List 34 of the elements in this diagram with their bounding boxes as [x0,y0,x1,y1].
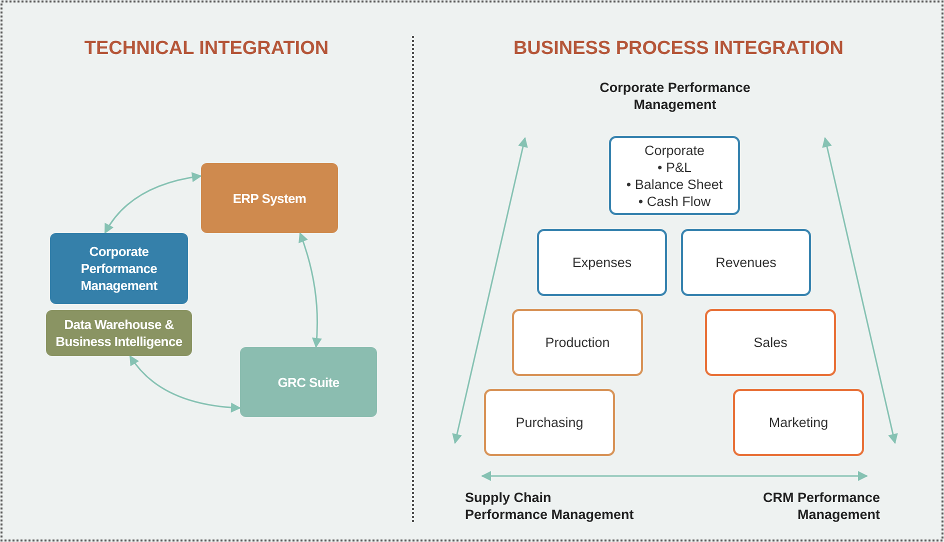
double-arrow [481,471,868,481]
process-box [537,229,667,296]
process-box [512,309,643,376]
double-arrow [298,232,322,348]
node-label: • Balance Sheet [626,176,723,192]
process-box [705,309,836,376]
node-label: Data Warehouse & Business Intelligence [54,316,184,350]
node-label: GRC Suite [278,374,340,390]
node-label: Sales [754,334,788,351]
node-label: ERP System [232,190,306,206]
node-label: • Cash Flow [638,192,711,210]
node-label: Corporate Performance Management [80,243,158,294]
node-label: Purchasing [516,414,584,431]
axis-label: CRM Performance Management [762,489,880,523]
process-box [609,136,740,215]
node-label: Corporate [644,142,705,158]
node-label: Expenses [572,254,632,271]
system-box [240,347,377,417]
double-arrow [129,355,241,412]
axis-label: Corporate Performance Management [598,79,752,113]
process-box [681,229,811,296]
system-box [201,163,338,233]
system-box [50,233,188,304]
process-box [733,389,864,456]
double-arrow [104,172,202,234]
node-label: Production [545,334,610,351]
section-heading: TECHNICAL INTEGRATION [83,38,330,60]
node-label: Revenues [716,254,776,271]
section-heading: BUSINESS PROCESS INTEGRATION [512,38,845,60]
process-box [484,389,615,456]
axis-label: Supply Chain Performance Management [465,489,635,523]
node-label: Marketing [768,414,828,431]
node-label: • P&L [658,158,692,176]
system-box [46,310,192,356]
